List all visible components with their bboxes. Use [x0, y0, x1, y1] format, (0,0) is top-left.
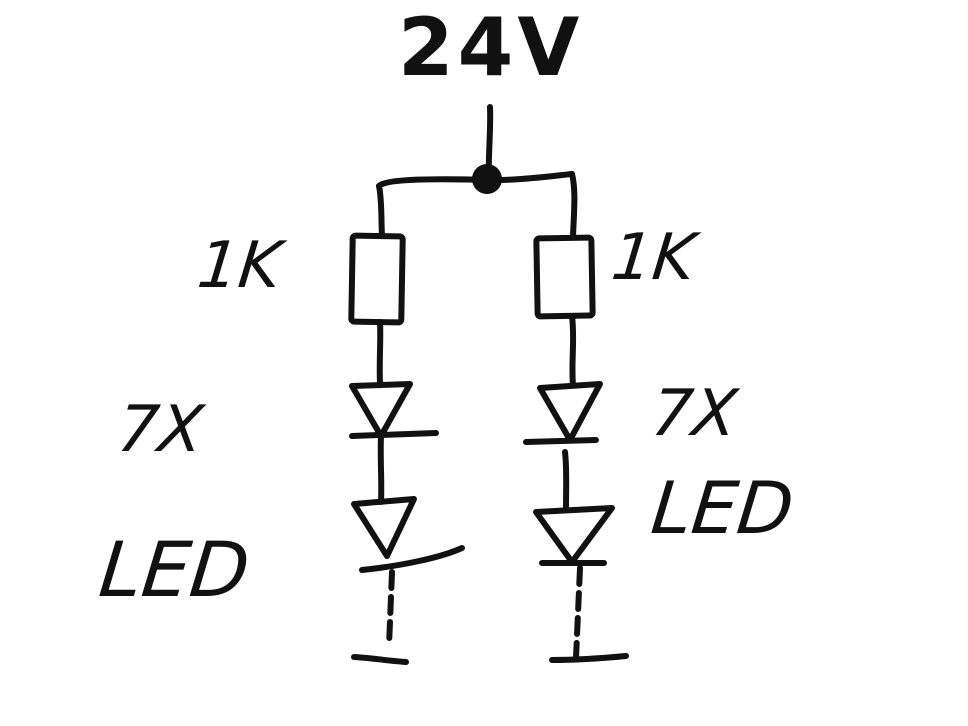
left-branch-wire-mid1: [376, 319, 384, 386]
left-branch-wire-mid2: [377, 433, 385, 505]
right-led-1-bar: [523, 437, 599, 445]
left-led-label: LED: [95, 525, 254, 614]
right-led-label: LED: [647, 466, 798, 550]
left-resistor-label: 1K: [194, 229, 285, 303]
right-led-1: [537, 381, 603, 443]
left-led-count-label: 7X: [114, 393, 207, 467]
right-branch-wire-top: [569, 171, 578, 239]
left-led-2: [351, 496, 417, 559]
right-branch-end-bar: [549, 653, 629, 663]
left-led-1: [349, 381, 413, 439]
supply-voltage-label: 24V: [398, 1, 584, 94]
left-resistor: [348, 232, 406, 326]
right-branch-wire-dashed: [573, 565, 583, 661]
right-branch-wire-mid1: [569, 313, 577, 388]
right-resistor: [533, 234, 596, 320]
right-led-count-label: 7X: [648, 377, 741, 451]
right-led-2: [533, 505, 615, 565]
left-led-2-bar: [359, 545, 465, 573]
left-branch-wire-dashed: [386, 569, 395, 649]
left-branch-end-bar: [351, 654, 409, 665]
left-led-1-bar: [349, 430, 439, 439]
right-resistor-label: 1K: [608, 221, 699, 295]
left-branch-wire-top: [376, 183, 385, 239]
right-branch-wire-mid2: [562, 449, 570, 511]
top-rail-wire: [376, 171, 575, 189]
